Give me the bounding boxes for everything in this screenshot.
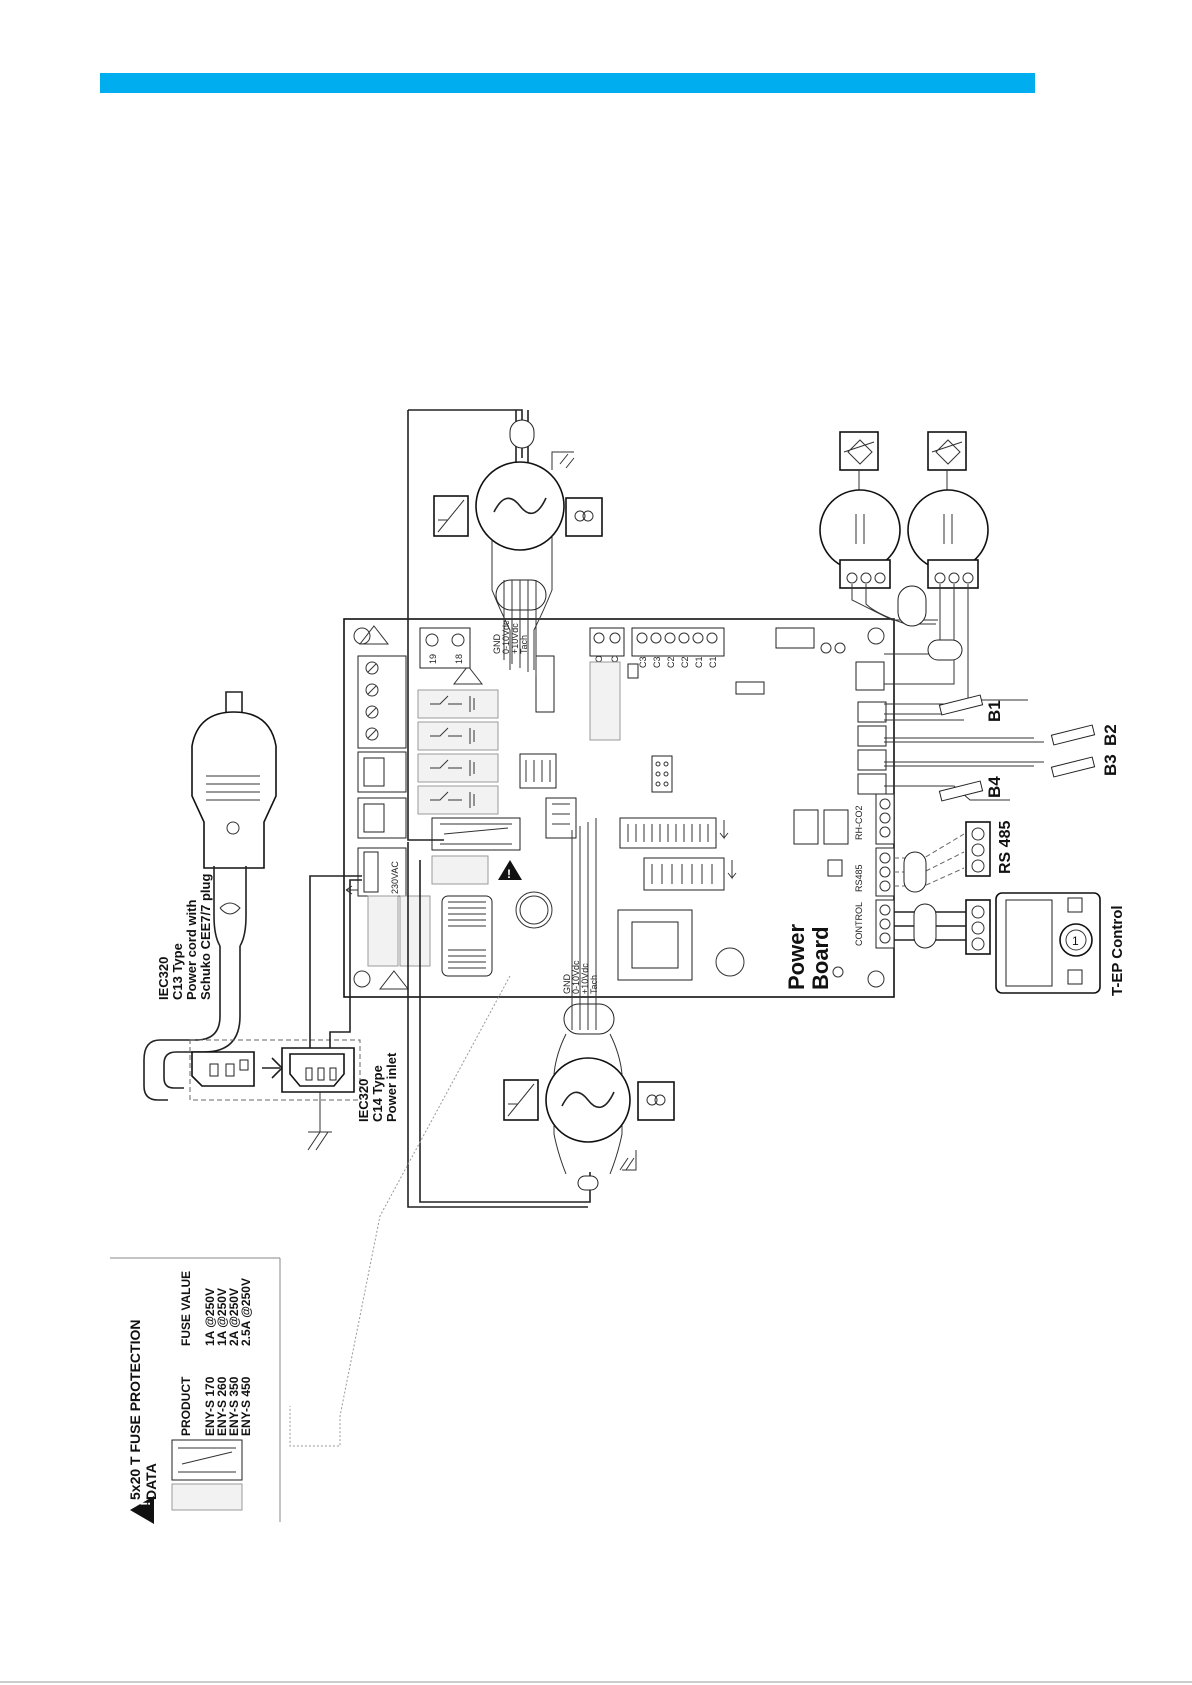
fuse-row-product: ENY-S 170 xyxy=(203,1376,217,1436)
svg-text:1: 1 xyxy=(1072,934,1079,948)
svg-text:C2: C2 xyxy=(680,656,690,668)
iec-c13-label: IEC320 C13 Type Power cord with Schuko C… xyxy=(156,874,213,1000)
damper-actuators xyxy=(819,431,989,705)
svg-text:Tach: Tach xyxy=(519,635,529,654)
svg-text:IEC320: IEC320 xyxy=(156,957,171,1000)
svg-text:0-10Vdc: 0-10Vdc xyxy=(571,960,581,994)
temperature-sensors: B1 B2 B3 B4 xyxy=(884,694,1120,802)
power-board-label-2: Board xyxy=(808,926,833,990)
fuse-title-2: DATA xyxy=(143,1463,159,1500)
svg-text:C1: C1 xyxy=(694,656,704,668)
svg-text:GND: GND xyxy=(492,634,502,655)
vac-label: 230VAC xyxy=(390,861,400,894)
svg-text:!: ! xyxy=(507,867,511,881)
bottom-fan xyxy=(407,818,675,1208)
fuse-row-product: ENY-S 350 xyxy=(227,1376,241,1436)
sensor-b4-label: B4 xyxy=(985,776,1004,798)
svg-text:Schuko CEE7/7 plug: Schuko CEE7/7 plug xyxy=(198,874,213,1000)
svg-text:C3: C3 xyxy=(638,656,648,668)
fuse-row-value: 2.5A @250V xyxy=(239,1278,253,1346)
tep-control: 1 T-EP Control xyxy=(894,892,1126,996)
svg-text:C14 Type: C14 Type xyxy=(370,1065,385,1122)
fuse-col-product: PRODUCT xyxy=(179,1376,193,1436)
fuse-row-value: 2A @250V xyxy=(227,1288,241,1346)
control-small-label: CONTROL xyxy=(854,902,864,946)
c-terminals: C3 C3 C2 C2 C1 C1 xyxy=(636,632,718,668)
svg-text:IEC320: IEC320 xyxy=(356,1079,371,1122)
svg-text:C3: C3 xyxy=(652,656,662,668)
header-bar xyxy=(100,73,1035,93)
terminal-19: 19 xyxy=(428,654,438,664)
sensor-headers xyxy=(855,661,887,795)
svg-text:+10Vdc: +10Vdc xyxy=(510,623,520,654)
sensor-b2-label: B2 xyxy=(1101,724,1120,746)
rs485-label: RS 485 xyxy=(997,821,1014,874)
svg-text:Power inlet: Power inlet xyxy=(384,1052,399,1122)
fuse-rows: ENY-S 170 1A @250V ENY-S 260 1A @250V EN… xyxy=(203,1278,253,1436)
tep-control-label: T-EP Control xyxy=(1109,905,1126,996)
svg-text:!: ! xyxy=(137,1501,153,1506)
svg-text:+10Vdc: +10Vdc xyxy=(580,963,590,994)
svg-text:GND: GND xyxy=(562,974,572,995)
svg-text:Power cord with: Power cord with xyxy=(184,900,199,1000)
iec-c14-label: IEC320 C14 Type Power inlet xyxy=(356,1052,399,1122)
power-cord xyxy=(143,691,511,1447)
fuse-row-product: ENY-S 260 xyxy=(215,1376,229,1436)
rs485-small-label: RS485 xyxy=(854,864,864,892)
fuse-col-value: FUSE VALUE xyxy=(179,1271,193,1346)
fuse-row-value: 1A @250V xyxy=(203,1288,217,1346)
sensor-b3-label: B3 xyxy=(1101,754,1120,776)
terminal-18: 18 xyxy=(454,654,464,664)
fan-signal-labels-top: GND 0-10Vdc +10Vdc Tach xyxy=(492,620,529,654)
rs485-terminal: RS 485 xyxy=(894,821,1014,893)
fuse-title-1: 5x20 T FUSE PROTECTION xyxy=(127,1320,143,1500)
svg-text:C13 Type: C13 Type xyxy=(170,943,185,1000)
power-board: 230VAC 19 18 ! xyxy=(343,618,895,998)
fuse-row-value: 1A @250V xyxy=(215,1288,229,1346)
power-board-label-1: Power xyxy=(784,924,809,990)
warning-icon xyxy=(130,1496,154,1524)
svg-text:C1: C1 xyxy=(708,656,718,668)
svg-text:Tach: Tach xyxy=(589,975,599,994)
fan-signal-labels-bottom: GND 0-10Vdc +10Vdc Tach xyxy=(562,960,599,994)
svg-text:C2: C2 xyxy=(666,656,676,668)
sensor-b1-label: B1 xyxy=(985,700,1004,722)
rh-co2-label: RH-CO2 xyxy=(854,805,864,840)
top-fan xyxy=(407,409,603,841)
svg-text:0-10Vdc: 0-10Vdc xyxy=(501,620,511,654)
screw-terminals-left xyxy=(365,661,379,741)
fuse-row-product: ENY-S 450 xyxy=(239,1376,253,1436)
fuse-protection-panel: ! 5x20 T FUSE PROTECTION DATA PRODUCT FU… xyxy=(110,1257,281,1524)
